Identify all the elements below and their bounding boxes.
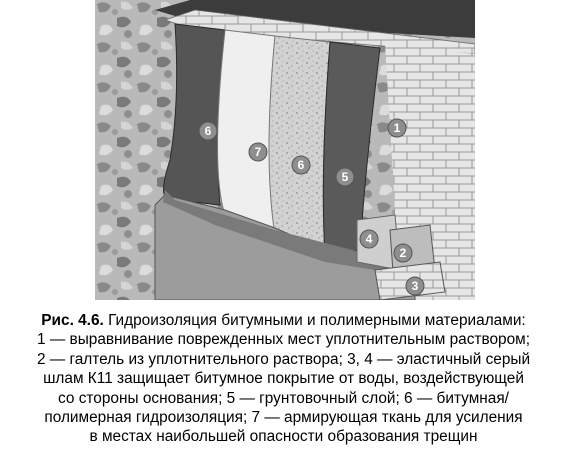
marker-2: 2 — [393, 243, 413, 263]
caption-line-3: шлам К11 защищает битумное покрытие от в… — [43, 370, 524, 388]
caption-line-2: 2 — галтель из уплотнительного раствора;… — [36, 350, 531, 368]
marker-2-label: 2 — [400, 246, 407, 260]
marker-3: 3 — [405, 276, 425, 296]
marker-5: 5 — [335, 167, 355, 187]
marker-1: 1 — [387, 118, 407, 138]
marker-4-label: 4 — [366, 232, 373, 246]
caption-title: Гидроизоляция битумными и полимерными ма… — [103, 312, 526, 329]
caption-line-5: полимерная гидроизоляция; 7 — армирующая… — [44, 409, 523, 427]
marker-3-label: 3 — [412, 279, 419, 293]
marker-6-bitumen: 6 — [198, 121, 218, 141]
marker-4: 4 — [359, 229, 379, 249]
caption-label: Рис. 4.6. — [41, 312, 104, 329]
caption-line-6: в местах наибольшей опасности образовани… — [89, 428, 478, 446]
marker-6-polymer: 6 — [291, 155, 311, 175]
caption-title-line: Рис. 4.6. Гидроизоляция битумными и поли… — [0, 311, 567, 330]
marker-5-label: 5 — [342, 170, 349, 184]
waterproofing-illustration: 1 2 3 4 5 6 7 6 — [95, 0, 475, 300]
marker-6b-label: 6 — [298, 158, 305, 172]
marker-7-label: 7 — [255, 145, 262, 159]
figure-caption: Рис. 4.6. Гидроизоляция битумными и поли… — [0, 311, 567, 447]
marker-1-label: 1 — [394, 121, 401, 135]
marker-7: 7 — [248, 142, 268, 162]
caption-line-1: 1 — выравнивание поврежденных мест уплот… — [37, 331, 530, 349]
marker-6a-label: 6 — [205, 124, 212, 138]
caption-line-4: со стороны основания; 5 — грунтовочный с… — [58, 389, 509, 407]
